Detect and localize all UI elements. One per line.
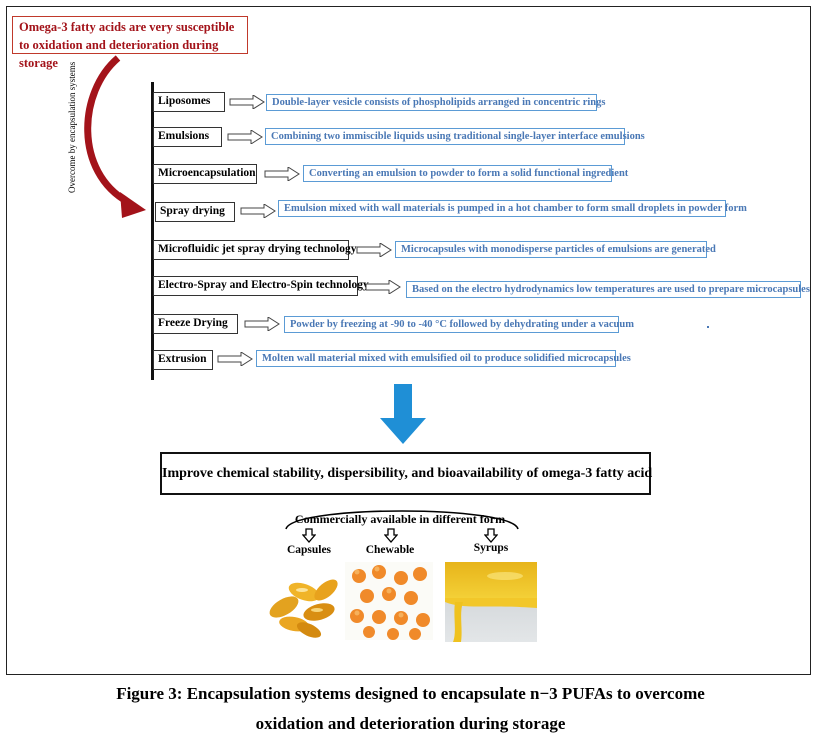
figure-frame	[6, 6, 811, 675]
desc-extrusion: Molten wall material mixed with emulsifi…	[256, 350, 631, 367]
form-label-syrups: Syrups	[473, 542, 509, 554]
desc-spray-drying: Emulsion mixed with wall materials is pu…	[278, 200, 747, 217]
method-liposomes: Liposomes	[153, 92, 225, 112]
desc-liposomes: Double-layer vesicle consists of phospho…	[266, 94, 605, 111]
arrow-icon	[356, 243, 392, 257]
method-freeze-drying: Freeze Drying	[153, 314, 238, 334]
syrup-image	[445, 562, 537, 642]
arrow-icon	[217, 352, 253, 366]
chewable-image	[345, 562, 433, 640]
arrow-down-icon	[384, 528, 398, 543]
arrow-icon	[227, 130, 263, 144]
desc-microencapsulation: Converting an emulsion to powder to form…	[303, 165, 628, 182]
arrow-icon	[240, 204, 276, 218]
arrow-icon	[244, 317, 280, 331]
arrow-icon	[365, 280, 401, 294]
arrow-down-icon	[302, 528, 316, 543]
desc-electro-spray: Based on the electro hydrodynamics low t…	[406, 281, 810, 298]
down-arrow-icon	[380, 384, 426, 444]
method-microfluidic: Microfluidic jet spray drying technology	[153, 240, 356, 260]
desc-emulsions: Combining two immiscible liquids using t…	[265, 128, 645, 145]
problem-box: Omega-3 fatty acids are very susceptible…	[12, 16, 248, 70]
method-microencapsulation: Microencapsulation	[153, 164, 257, 184]
arrow-icon	[229, 95, 265, 109]
vertical-bracket-line	[151, 82, 154, 380]
desc-freeze-drying: Powder by freezing at -90 to -40 °C foll…	[284, 316, 634, 333]
desc-microfluidic: Microcapsules with monodisperse particle…	[395, 241, 716, 258]
figure-caption-line2: oxidation and deterioration during stora…	[255, 714, 566, 733]
arrow-down-icon	[484, 528, 498, 543]
method-emulsions: Emulsions	[153, 127, 222, 147]
method-extrusion: Extrusion	[153, 350, 213, 370]
method-spray-drying: Spray drying	[155, 202, 235, 222]
outcome-box: Improve chemical stability, dispersibili…	[160, 452, 652, 495]
stray-dot	[707, 326, 709, 328]
capsules-image	[264, 562, 344, 642]
side-label: Overcome by encapsulation systems	[67, 61, 77, 193]
method-electro-spray: Electro-Spray and Electro-Spin technolog…	[153, 276, 369, 296]
curved-red-arrow	[84, 55, 146, 218]
arrow-icon	[264, 167, 300, 181]
bracket-arc	[285, 510, 519, 530]
form-label-chewable: Chewable	[365, 544, 415, 556]
form-label-capsules: Capsules	[286, 544, 332, 556]
commercial-label: Commercially available in different form	[294, 512, 506, 526]
figure-caption-line1: Figure 3: Encapsulation systems designed…	[116, 684, 705, 703]
